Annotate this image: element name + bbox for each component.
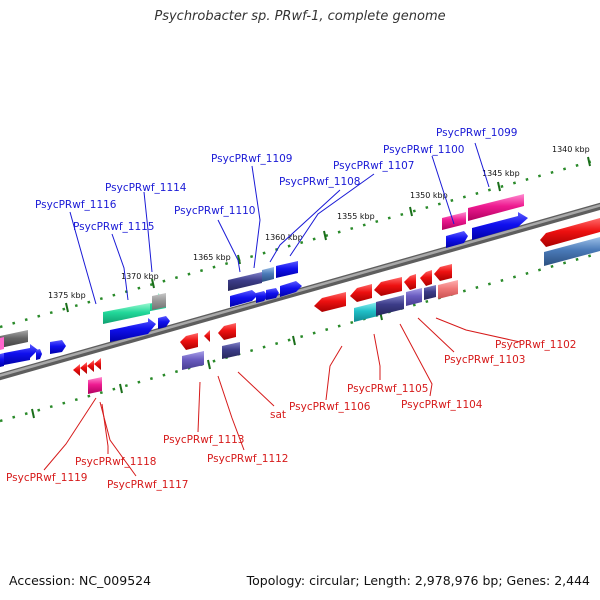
gene-feature[interactable] bbox=[152, 293, 166, 310]
gene-feature[interactable] bbox=[420, 270, 432, 286]
gene-feature[interactable] bbox=[262, 267, 274, 282]
forward-leader-lines bbox=[69, 142, 490, 305]
gene-feature[interactable] bbox=[438, 280, 458, 299]
gene-feature[interactable] bbox=[228, 272, 262, 291]
gene-label-1108[interactable]: PsycPRwf_1108 bbox=[279, 176, 361, 188]
gene-feature[interactable] bbox=[103, 303, 150, 324]
gene-label-1113[interactable]: PsycPRwf_1113 bbox=[163, 434, 245, 446]
gene-feature[interactable] bbox=[468, 194, 524, 221]
gene-feature[interactable] bbox=[442, 212, 466, 230]
gene-feature[interactable] bbox=[354, 302, 378, 322]
gene-feature[interactable] bbox=[406, 288, 422, 306]
tick-label-1370: 1370 kbp bbox=[121, 272, 159, 281]
major-ticks bbox=[31, 156, 591, 419]
gene-label-1114[interactable]: PsycPRwf_1114 bbox=[105, 182, 187, 194]
reverse-tick-track bbox=[0, 251, 600, 423]
gene-feature[interactable] bbox=[280, 281, 302, 297]
gene-feature[interactable] bbox=[204, 330, 210, 342]
gene-feature[interactable] bbox=[266, 288, 279, 300]
gene-feature[interactable] bbox=[350, 284, 372, 302]
gene-feature[interactable] bbox=[182, 351, 204, 370]
gene-feature[interactable] bbox=[80, 362, 87, 374]
gene-feature[interactable] bbox=[472, 212, 528, 240]
gene-label-1109[interactable]: PsycPRwf_1109 bbox=[211, 153, 293, 165]
page-title: Psychrobacter sp. PRwf-1, complete genom… bbox=[154, 9, 446, 24]
gene-feature[interactable] bbox=[36, 349, 42, 360]
gene-label-1107[interactable]: PsycPRwf_1107 bbox=[333, 160, 415, 172]
gene-feature[interactable] bbox=[110, 318, 156, 342]
reverse-strand-genes bbox=[73, 264, 458, 394]
gene-label-1118[interactable]: PsycPRwf_1118 bbox=[75, 456, 157, 468]
gene-label-1117[interactable]: PsycPRwf_1117 bbox=[107, 479, 189, 491]
gene-feature[interactable] bbox=[0, 330, 28, 348]
tick-label-1345: 1345 kbp bbox=[482, 169, 520, 178]
gene-feature[interactable] bbox=[50, 340, 66, 354]
gene-feature[interactable] bbox=[434, 264, 452, 281]
gene-label-1106[interactable]: PsycPRwf_1106 bbox=[289, 401, 371, 413]
gene-feature[interactable] bbox=[404, 274, 416, 290]
gene-feature[interactable] bbox=[314, 292, 346, 312]
gene-feature[interactable] bbox=[544, 237, 600, 266]
gene-feature[interactable] bbox=[256, 291, 268, 303]
gene-feature[interactable] bbox=[94, 358, 101, 370]
gene-feature[interactable] bbox=[158, 316, 170, 329]
gene-label-sat[interactable]: sat bbox=[270, 409, 286, 421]
gene-feature[interactable] bbox=[218, 323, 236, 340]
gene-label-1116[interactable]: PsycPRwf_1116 bbox=[35, 199, 117, 211]
genome-backbone bbox=[0, 202, 600, 381]
gene-label-1103[interactable]: PsycPRwf_1103 bbox=[444, 354, 526, 366]
reverse-leader-lines bbox=[43, 317, 521, 477]
gene-feature[interactable] bbox=[222, 342, 240, 359]
gene-feature[interactable] bbox=[376, 295, 404, 316]
tick-label-1375: 1375 kbp bbox=[48, 291, 86, 300]
gene-feature[interactable] bbox=[73, 364, 80, 376]
accession-text: Accession: NC_009524 bbox=[9, 573, 152, 588]
topology-text: Topology: circular; Length: 2,978,976 bp… bbox=[246, 573, 590, 588]
gene-label-1102[interactable]: PsycPRwf_1102 bbox=[495, 339, 577, 351]
gene-label-1110[interactable]: PsycPRwf_1110 bbox=[174, 205, 256, 217]
tick-label-1360: 1360 kbp bbox=[265, 233, 303, 242]
tick-label-1365: 1365 kbp bbox=[193, 253, 231, 262]
gene-label-1104[interactable]: PsycPRwf_1104 bbox=[401, 399, 483, 411]
gene-feature[interactable] bbox=[87, 360, 94, 372]
tick-label-1350: 1350 kbp bbox=[410, 191, 448, 200]
gene-label-1100[interactable]: PsycPRwf_1100 bbox=[383, 144, 465, 156]
gene-feature[interactable] bbox=[540, 218, 600, 247]
gene-label-1099[interactable]: PsycPRwf_1099 bbox=[436, 127, 518, 139]
gene-feature[interactable] bbox=[276, 261, 298, 278]
forward-strand-genes bbox=[0, 194, 600, 367]
tick-label-1340: 1340 kbp bbox=[552, 145, 590, 154]
gene-label-1105[interactable]: PsycPRwf_1105 bbox=[347, 383, 429, 395]
gene-label-1112[interactable]: PsycPRwf_1112 bbox=[207, 453, 289, 465]
gene-feature[interactable] bbox=[446, 231, 468, 248]
gene-label-1115[interactable]: PsycPRwf_1115 bbox=[73, 221, 155, 233]
gene-feature[interactable] bbox=[424, 285, 436, 300]
tick-label-1355: 1355 kbp bbox=[337, 212, 375, 221]
gene-feature[interactable] bbox=[0, 353, 4, 367]
gene-feature[interactable] bbox=[374, 277, 402, 296]
genome-map[interactable]: 1340 kbp 1345 kbp 1350 kbp 1355 kbp 1360… bbox=[0, 0, 600, 560]
gene-feature[interactable] bbox=[0, 337, 4, 350]
gene-feature[interactable] bbox=[180, 333, 198, 350]
gene-feature[interactable] bbox=[4, 344, 38, 365]
gene-feature[interactable] bbox=[88, 377, 102, 394]
gene-feature[interactable] bbox=[230, 290, 258, 307]
gene-label-1119[interactable]: PsycPRwf_1119 bbox=[6, 472, 88, 484]
